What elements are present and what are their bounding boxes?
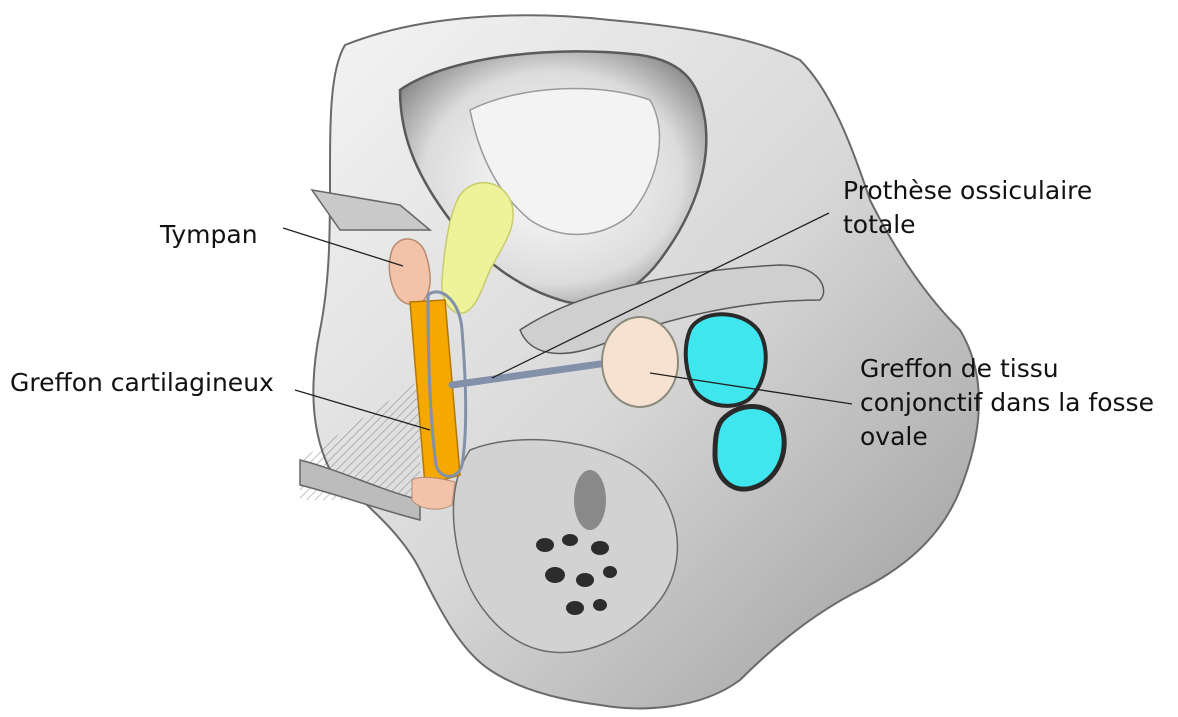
tissue-graft [602, 317, 678, 407]
air-cell [603, 566, 617, 578]
cartilage-graft-lower [412, 477, 455, 509]
air-cell [574, 470, 606, 530]
label-greffon-tissu-line2: conjonctif dans la fosse [860, 386, 1154, 420]
label-greffon-cartilagineux-text: Greffon cartilagineux [10, 366, 274, 400]
label-greffon-tissu-line1: Greffon de tissu [860, 352, 1154, 386]
air-cell [536, 538, 554, 552]
air-cell [576, 573, 594, 587]
canal-lower [715, 407, 784, 490]
label-prothese-line2: totale [843, 208, 1092, 242]
label-prothese-line1: Prothèse ossiculaire [843, 174, 1092, 208]
air-cell [593, 599, 607, 611]
canal-upper [686, 314, 766, 406]
label-tympan: Tympan [160, 218, 258, 252]
air-cell [566, 601, 584, 615]
air-cell [591, 541, 609, 555]
label-tympan-text: Tympan [160, 218, 258, 252]
label-prothese: Prothèse ossiculaire totale [843, 174, 1092, 242]
air-cell [562, 534, 578, 546]
label-greffon-tissu: Greffon de tissu conjonctif dans la foss… [860, 352, 1154, 454]
label-greffon-tissu-line3: ovale [860, 420, 1154, 454]
air-cell [545, 567, 565, 583]
label-greffon-cartilagineux: Greffon cartilagineux [10, 366, 274, 400]
